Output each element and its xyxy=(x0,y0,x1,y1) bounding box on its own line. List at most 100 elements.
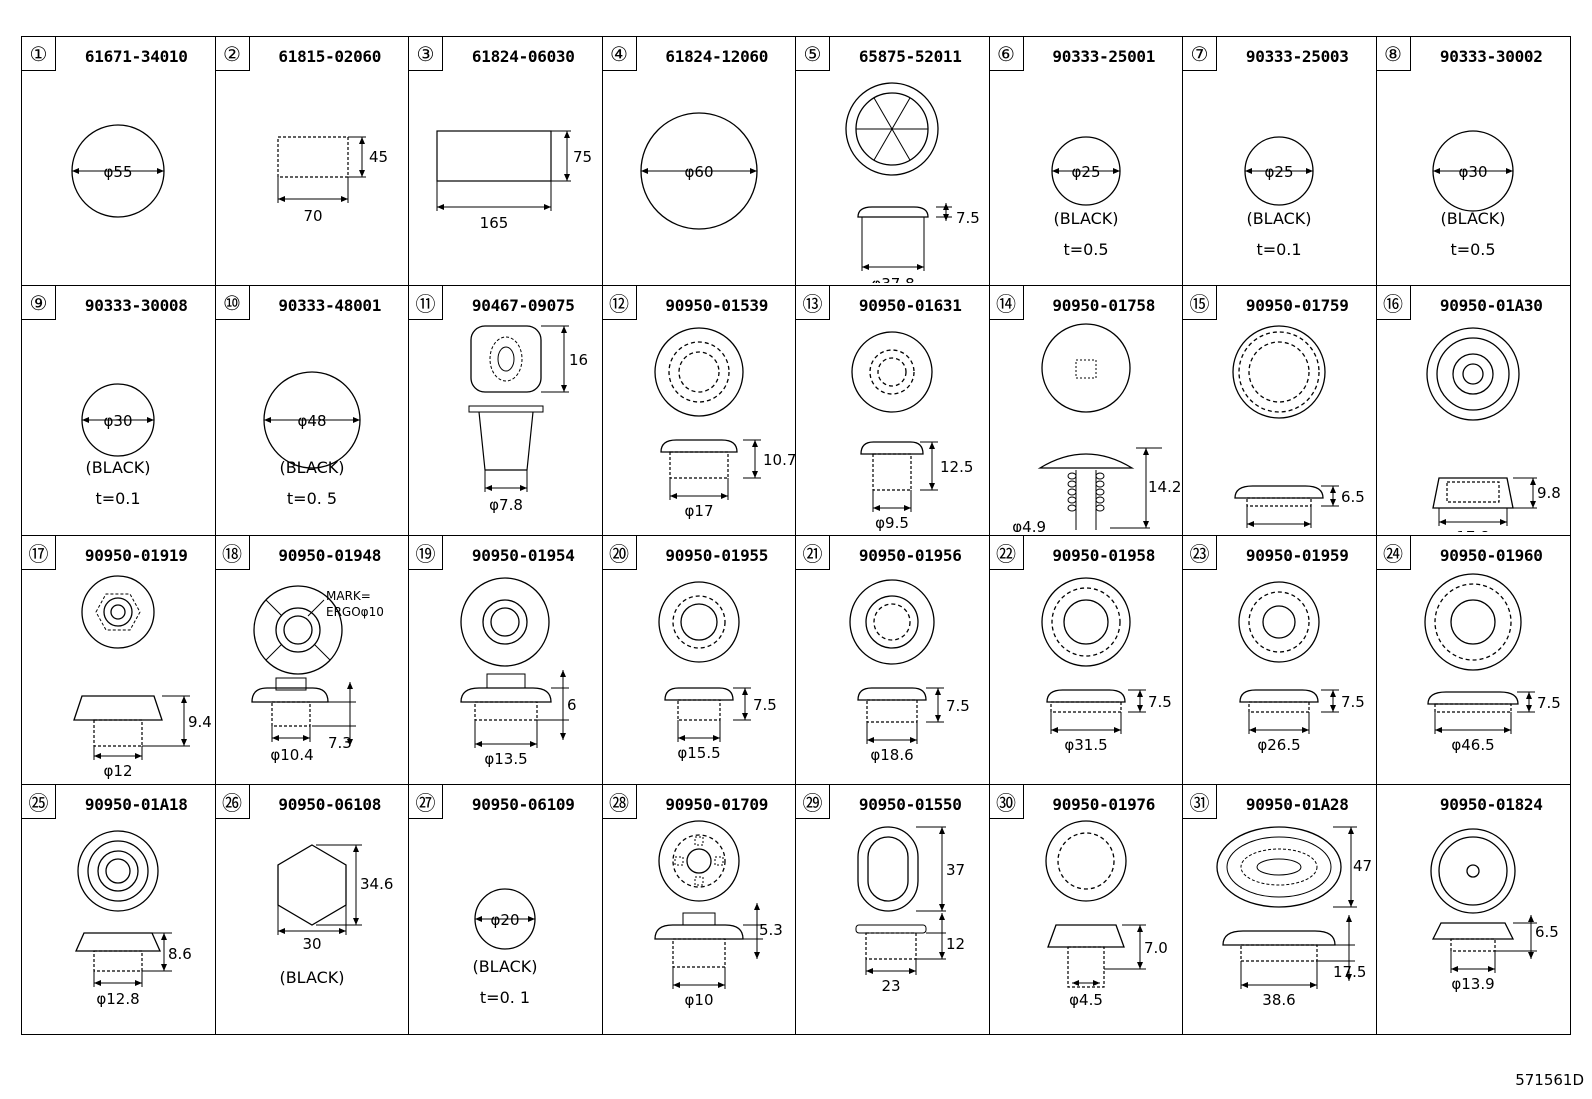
item-number: ㉓ xyxy=(1183,535,1217,570)
dimension-label: 6 xyxy=(567,696,577,714)
part-drawing: 14.2 φ4.9 xyxy=(1012,323,1181,532)
item-number: ㉚ xyxy=(989,784,1024,819)
part-cell: ⑩ 90333-48001 φ48(BLACK)t=0. 5 xyxy=(215,286,409,536)
dimension-label: 38.6 xyxy=(1262,991,1295,1009)
part-number: 90333-25003 xyxy=(1245,47,1349,66)
dimension-label: 47 xyxy=(1353,857,1372,875)
item-number: ④ xyxy=(602,37,637,71)
item-number: ㉒ xyxy=(989,535,1024,570)
part-number: 61671-34010 xyxy=(84,47,188,66)
dimension-label: 165 xyxy=(480,214,509,232)
part-drawing: φ55 xyxy=(71,124,165,218)
item-number: ⑨ xyxy=(22,286,56,321)
dimension-label: φ10.4 xyxy=(270,746,313,764)
dimension-label: 6.5 xyxy=(1341,488,1365,506)
part-number: 90950-01959 xyxy=(1245,545,1349,565)
part-drawing: φ48(BLACK)t=0. 5 xyxy=(262,371,361,508)
part-number: 90950-01956 xyxy=(858,545,962,565)
dimension-label: φ25 xyxy=(1265,163,1294,181)
dimension-label: φ12 xyxy=(104,762,133,780)
note-label: (BLACK) xyxy=(1246,209,1311,228)
part-number: 90950-06109 xyxy=(471,794,575,814)
item-number: ② xyxy=(215,37,250,71)
dimension-label: φ4.9 xyxy=(1012,518,1046,532)
dimension-label: 70 xyxy=(303,207,322,225)
item-number: ㉑ xyxy=(796,535,830,570)
part-number: 90333-48001 xyxy=(278,296,382,316)
part-drawing: 9.817.8 xyxy=(1425,327,1560,532)
note-label: (BLACK) xyxy=(279,968,344,987)
dimension-label: 30 xyxy=(302,935,321,953)
dimension-label: φ13.5 xyxy=(484,750,527,768)
item-number: ⑲ xyxy=(409,535,443,570)
note-label: (BLACK) xyxy=(472,957,537,976)
dimension-label: φ26.5 xyxy=(1257,736,1300,754)
part-number: 90950-01960 xyxy=(1439,545,1543,565)
part-number: 90333-25001 xyxy=(1052,47,1156,66)
dimension-label: φ30 xyxy=(104,412,133,430)
note-label: (BLACK) xyxy=(85,458,150,477)
item-number: ⑩ xyxy=(215,286,250,321)
part-number: 90950-06108 xyxy=(278,794,382,814)
note-label: (BLACK) xyxy=(279,458,344,477)
part-number: 90950-01A30 xyxy=(1439,296,1543,316)
part-drawing: 34.630(BLACK) xyxy=(276,843,393,987)
dimension-label: 5.3 xyxy=(759,921,783,939)
item-number: ⑰ xyxy=(22,535,56,570)
part-number: 90950-01824 xyxy=(1439,794,1543,814)
dimension-label: φ25 xyxy=(1071,163,1100,181)
dimension-label: 12.5 xyxy=(940,458,973,476)
dimension-label: 14.2 xyxy=(1148,478,1181,496)
item-number: ① xyxy=(22,37,56,71)
note-label: (BLACK) xyxy=(1440,209,1505,228)
dimension-label: 7.0 xyxy=(1144,939,1168,957)
mark-note: ERGOφ10 xyxy=(326,605,384,619)
part-number: 90333-30008 xyxy=(84,296,188,316)
item-number: ⑥ xyxy=(989,37,1024,71)
dimension-label: 7.5 xyxy=(946,697,970,715)
part-drawing: 7.5φ37.8 xyxy=(845,82,980,283)
dimension-label: φ55 xyxy=(104,163,133,181)
dimension-label: φ4.5 xyxy=(1069,991,1103,1009)
item-number: ㉛ xyxy=(1183,784,1217,819)
dimension-label: 10.7 xyxy=(763,451,796,469)
part-cell: ⑥ 90333-25001 φ25(BLACK)t=0.5 xyxy=(989,37,1183,287)
item-number: ⑪ xyxy=(409,286,443,321)
dimension-label: φ17 xyxy=(684,502,713,520)
dimension-label: 7.5 xyxy=(1148,693,1172,711)
dimension-label: φ9.5 xyxy=(875,514,909,532)
dimension-label: φ10 xyxy=(684,991,713,1009)
part-drawing: φ25(BLACK)t=0.5 xyxy=(1050,136,1121,259)
part-number: 90950-01758 xyxy=(1052,296,1156,316)
part-number: 90950-01A28 xyxy=(1245,794,1349,814)
part-cell: ⑯ 90950-01A30 9.817.8 xyxy=(1376,286,1570,536)
part-number: 90950-01539 xyxy=(665,296,769,316)
item-number: ⑯ xyxy=(1376,286,1411,321)
note-label: t=0. 1 xyxy=(480,988,530,1007)
dimension-label: 7.5 xyxy=(956,209,980,227)
